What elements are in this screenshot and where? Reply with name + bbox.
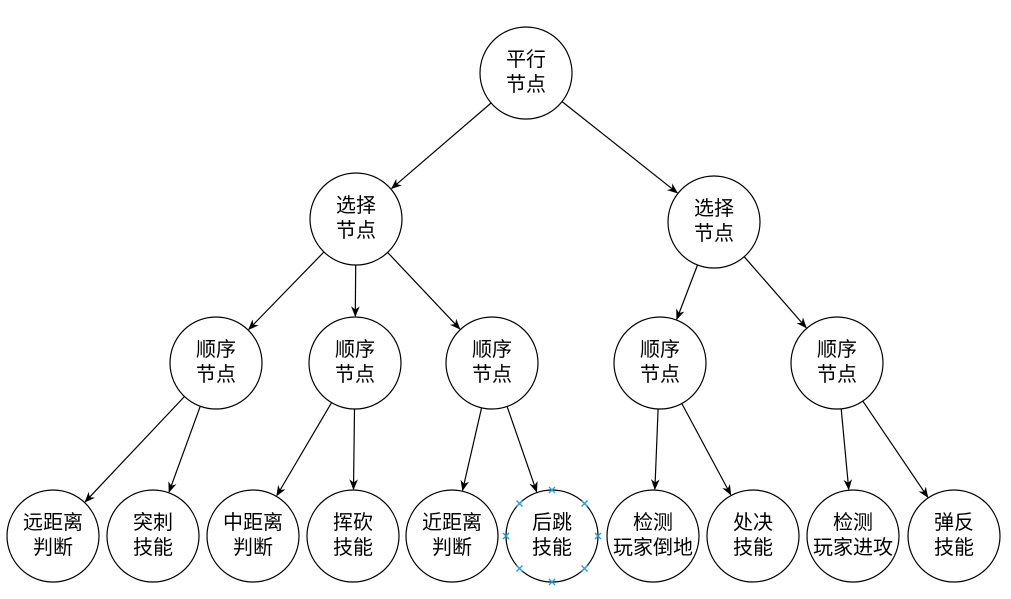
node-label: 检测 bbox=[833, 510, 873, 534]
node-label: 节点 bbox=[336, 218, 376, 242]
edge-seq5-leaf9[interactable] bbox=[840, 408, 853, 491]
node-label: 技能 bbox=[934, 535, 974, 559]
node-label: 顺序 bbox=[817, 337, 857, 361]
node-circle[interactable] bbox=[405, 489, 499, 583]
node-label: 弹反 bbox=[934, 510, 974, 534]
node-circle[interactable] bbox=[308, 316, 402, 410]
node-label: 挥砍 bbox=[333, 510, 373, 534]
node-label: 选择 bbox=[336, 193, 376, 217]
selection-handle[interactable] bbox=[548, 486, 556, 494]
selection-handle[interactable] bbox=[515, 499, 523, 507]
edge-seq1-leaf2[interactable] bbox=[168, 405, 201, 493]
selection-handle[interactable] bbox=[502, 532, 510, 540]
node-label: 玩家倒地 bbox=[613, 535, 693, 559]
node-label: 技能 bbox=[532, 535, 572, 559]
edge-sel1-seq3[interactable] bbox=[387, 251, 461, 330]
node-circle[interactable] bbox=[206, 489, 300, 583]
node-label: 突刺 bbox=[133, 510, 173, 534]
node-label: 选择 bbox=[694, 196, 734, 220]
node-circle[interactable] bbox=[306, 489, 400, 583]
edge-seq5-leaf10[interactable] bbox=[862, 400, 929, 498]
node-label: 远距离 bbox=[23, 510, 83, 534]
edges-layer bbox=[84, 101, 929, 503]
node-label: 判断 bbox=[33, 535, 73, 559]
node-label: 技能 bbox=[733, 535, 773, 559]
selection-handle[interactable] bbox=[581, 499, 589, 507]
node-label: 处决 bbox=[733, 510, 773, 534]
edge-seq3-leaf6[interactable] bbox=[506, 406, 538, 493]
node-label: 玩家进攻 bbox=[813, 535, 893, 559]
node-label: 节点 bbox=[196, 362, 236, 386]
node-circle[interactable] bbox=[479, 26, 573, 120]
node-circle[interactable] bbox=[169, 316, 263, 410]
selection-handle[interactable] bbox=[515, 565, 523, 573]
node-circle[interactable] bbox=[445, 316, 539, 410]
edge-seq1-leaf1[interactable] bbox=[84, 396, 185, 503]
node-label: 顺序 bbox=[640, 337, 680, 361]
selection-handle[interactable] bbox=[581, 565, 589, 573]
node-label: 节点 bbox=[472, 362, 512, 386]
edge-seq2-leaf3[interactable] bbox=[276, 402, 333, 497]
edge-root-sel1[interactable] bbox=[390, 102, 492, 190]
node-label: 顺序 bbox=[196, 337, 236, 361]
node-circle[interactable] bbox=[790, 316, 884, 410]
node-label: 技能 bbox=[133, 535, 173, 559]
edge-sel2-seq5[interactable] bbox=[743, 256, 807, 329]
node-label: 中距离 bbox=[223, 510, 283, 534]
selection-handle[interactable] bbox=[548, 578, 556, 586]
node-label: 顺序 bbox=[472, 337, 512, 361]
node-label: 顺序 bbox=[335, 337, 375, 361]
node-label: 平行 bbox=[506, 47, 546, 71]
nodes-layer: 平行节点选择节点选择节点顺序节点顺序节点顺序节点顺序节点顺序节点远距离判断突刺技… bbox=[6, 26, 1001, 586]
node-label: 检测 bbox=[633, 510, 673, 534]
node-label: 后跳 bbox=[532, 510, 572, 534]
edge-seq2-leaf4[interactable] bbox=[349, 408, 358, 491]
node-circle[interactable] bbox=[806, 489, 900, 583]
node-label: 技能 bbox=[333, 535, 373, 559]
node-circle[interactable] bbox=[6, 489, 100, 583]
node-circle[interactable] bbox=[606, 489, 700, 583]
node-label: 节点 bbox=[817, 362, 857, 386]
edge-seq4-leaf8[interactable] bbox=[681, 403, 732, 496]
edge-sel1-seq1[interactable] bbox=[248, 251, 325, 331]
node-label: 节点 bbox=[694, 221, 734, 245]
node-label: 判断 bbox=[432, 535, 472, 559]
node-circle[interactable] bbox=[706, 489, 800, 583]
node-circle[interactable] bbox=[106, 489, 200, 583]
node-circle[interactable] bbox=[613, 316, 707, 410]
node-label: 近距离 bbox=[422, 510, 482, 534]
node-label: 节点 bbox=[640, 362, 680, 386]
node-circle[interactable] bbox=[667, 175, 761, 269]
node-circle[interactable] bbox=[907, 489, 1001, 583]
edge-seq4-leaf7[interactable] bbox=[650, 408, 660, 491]
node-circle[interactable] bbox=[309, 172, 403, 266]
node-label: 节点 bbox=[335, 362, 375, 386]
selection-handle[interactable] bbox=[594, 532, 602, 540]
edge-root-sel2[interactable] bbox=[561, 101, 679, 194]
edge-seq3-leaf5[interactable] bbox=[460, 407, 483, 492]
node-label: 判断 bbox=[233, 535, 273, 559]
node-label: 节点 bbox=[506, 72, 546, 96]
edge-sel2-seq4[interactable] bbox=[676, 264, 699, 321]
